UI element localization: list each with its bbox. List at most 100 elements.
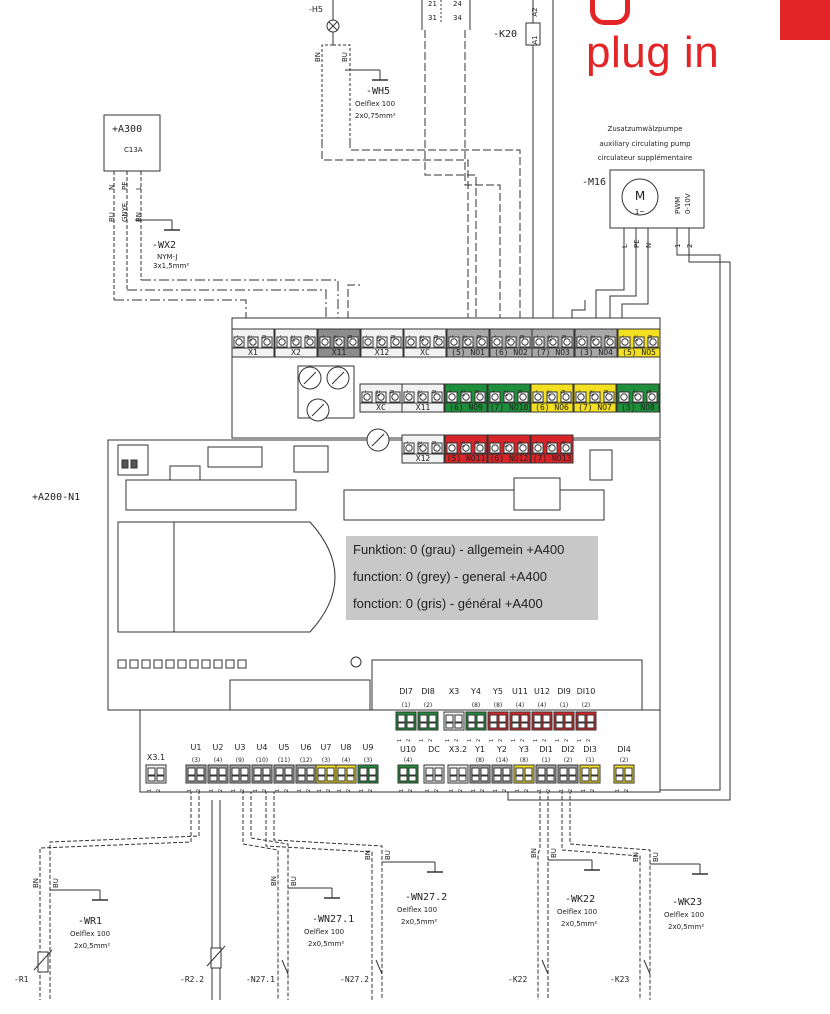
mid-block-pin: PE <box>504 390 510 396</box>
upper-terminal-X3 <box>443 711 465 731</box>
h5-bn-wire <box>321 44 333 140</box>
lower-right-terminal-DI3-socket <box>590 767 599 776</box>
low-block-pin: L <box>447 441 453 444</box>
top-block-label: X12 <box>375 348 390 357</box>
upper-terminal-X3-lower <box>454 722 463 729</box>
lower-left-terminal-U8-pin-1: 1 <box>337 789 343 792</box>
m16-motor-icon <box>621 178 659 216</box>
low-block-pin: N <box>561 441 567 445</box>
upper-terminal-DI10-socket <box>577 714 586 723</box>
contact-34: 34 <box>453 14 462 22</box>
low-block-label: X12 <box>416 454 431 463</box>
board-capacitor <box>513 477 561 511</box>
lower-right-code-Y2: (14) <box>496 757 508 764</box>
cable-0-bn <box>39 790 192 1000</box>
board-led-2 <box>141 659 151 669</box>
lower-left-code-U3: (9) <box>236 757 245 764</box>
lower-left-terminal-U4-lower <box>253 775 262 782</box>
lower-right-terminal-DI1-pin-2: 2 <box>546 789 552 792</box>
lower-left-terminal-X3.1-lower <box>156 775 165 782</box>
lower-right-terminal-Y1-socket <box>480 767 489 776</box>
upper-terminal-DI7-pin-1: 1 <box>397 739 403 742</box>
top-block-screw <box>321 338 329 346</box>
top-block-pin: L <box>449 335 455 338</box>
device--N27.1: -N27.1 <box>246 975 275 984</box>
top-block-screw <box>249 338 257 346</box>
m16-pwm: PWM <box>674 197 682 214</box>
mid-block-screw <box>405 393 413 401</box>
mid-block-label-strip <box>530 402 574 413</box>
lower-right-label-X3.2: X3.2 <box>449 745 467 754</box>
upper-code-Y4: (8) <box>472 702 481 709</box>
lower-right-terminal-DI3-lower <box>581 775 590 782</box>
lower-left-terminal-U1-lower <box>187 775 196 782</box>
lower-left-terminal-U6-lower <box>297 775 306 782</box>
top-block-pin: N <box>562 335 568 339</box>
lower-right-code-DI4: (2) <box>620 757 629 764</box>
dip-1 <box>121 459 129 469</box>
upper-terminal-U11-socket <box>511 714 520 723</box>
lower-left-terminal-U2-lower <box>218 775 227 782</box>
wh5-name: -WH5 <box>366 86 390 97</box>
cable-0-bu <box>49 790 200 1000</box>
lower-left-terminal-U9-pin-2: 2 <box>368 789 374 792</box>
lower-right-terminal-DC-pin-2: 2 <box>434 789 440 792</box>
lower-left-terminal-U3 <box>229 764 251 784</box>
low-block-screw <box>419 444 427 452</box>
lower-right-terminal-DC <box>423 764 445 784</box>
lower-right-terminal-DI2-socket <box>568 767 577 776</box>
lower-right-terminal-DI4-socket <box>615 767 624 776</box>
lower-right-terminal-X3.2-socket <box>458 767 467 776</box>
upper-terminal-U12-lower <box>542 722 551 729</box>
mid-block-screw <box>577 393 585 401</box>
top-block-pin: L <box>277 335 283 338</box>
device--N27.2: -N27.2 <box>340 975 369 984</box>
mid-block-label: (5) NO8 <box>621 403 655 412</box>
top-block-pin: PE <box>377 335 383 341</box>
lower-right-terminal-DI2-lower <box>559 775 568 782</box>
lower-left-terminal-U6-pin-2: 2 <box>306 789 312 792</box>
top-block-label-strip <box>617 347 661 358</box>
upper-label-X3: X3 <box>449 687 460 696</box>
top-block-label-strip <box>531 347 575 358</box>
top-block-label: (5) NO5 <box>622 348 656 357</box>
board-module-2 <box>117 521 175 633</box>
board-module-3 <box>173 521 336 633</box>
lower-right-terminal-DI3-pin-1: 1 <box>581 789 587 792</box>
top-block-pin: L <box>234 335 240 338</box>
mid-block-screw <box>620 393 628 401</box>
cable-1-type: Oelflex 100 <box>304 928 344 936</box>
lower-right-terminal-Y2-socket <box>502 767 511 776</box>
lower-left-terminal-U9 <box>357 764 379 784</box>
mid-block-pin: L <box>362 390 368 393</box>
info-line-fr: fonction: 0 (gris) - général +A400 <box>353 596 543 611</box>
wire-contact-to-no1 <box>424 30 477 330</box>
lower-left-code-U6: (12) <box>300 757 312 764</box>
lower-left-terminal-U5-pin-1: 1 <box>275 789 281 792</box>
top-block-pin: N <box>648 335 654 339</box>
board-led-4 <box>165 659 175 669</box>
upper-terminal-U11 <box>509 711 531 731</box>
wire-contact-to-no2 <box>464 30 501 330</box>
lower-right-terminal-Y1-lower <box>480 775 489 782</box>
lower-right-terminal-DI1-lower <box>546 775 555 782</box>
lower-right-terminal-DI3-socket <box>581 767 590 776</box>
board-led-6 <box>189 659 199 669</box>
upper-terminal-Y4-pin-1: 1 <box>467 739 473 742</box>
cable-0-bn-label: BN <box>32 878 40 888</box>
upper-terminal-U11-lower <box>520 722 529 729</box>
lower-right-terminal-DI3-pin-2: 2 <box>590 789 596 792</box>
lower-right-terminal-DI2 <box>557 764 579 784</box>
upper-terminal-Y5-pin-2: 2 <box>498 739 504 742</box>
mid-block-pin: N <box>432 390 438 394</box>
lower-right-terminal-Y3-socket <box>515 767 524 776</box>
top-block-screw <box>549 338 557 346</box>
upper-terminal-Y4-socket <box>476 714 485 723</box>
mid-block-screw <box>377 393 385 401</box>
cable-3-bu-label: BU <box>550 848 558 858</box>
lower-left-terminal-U1-pin-2: 2 <box>196 789 202 792</box>
